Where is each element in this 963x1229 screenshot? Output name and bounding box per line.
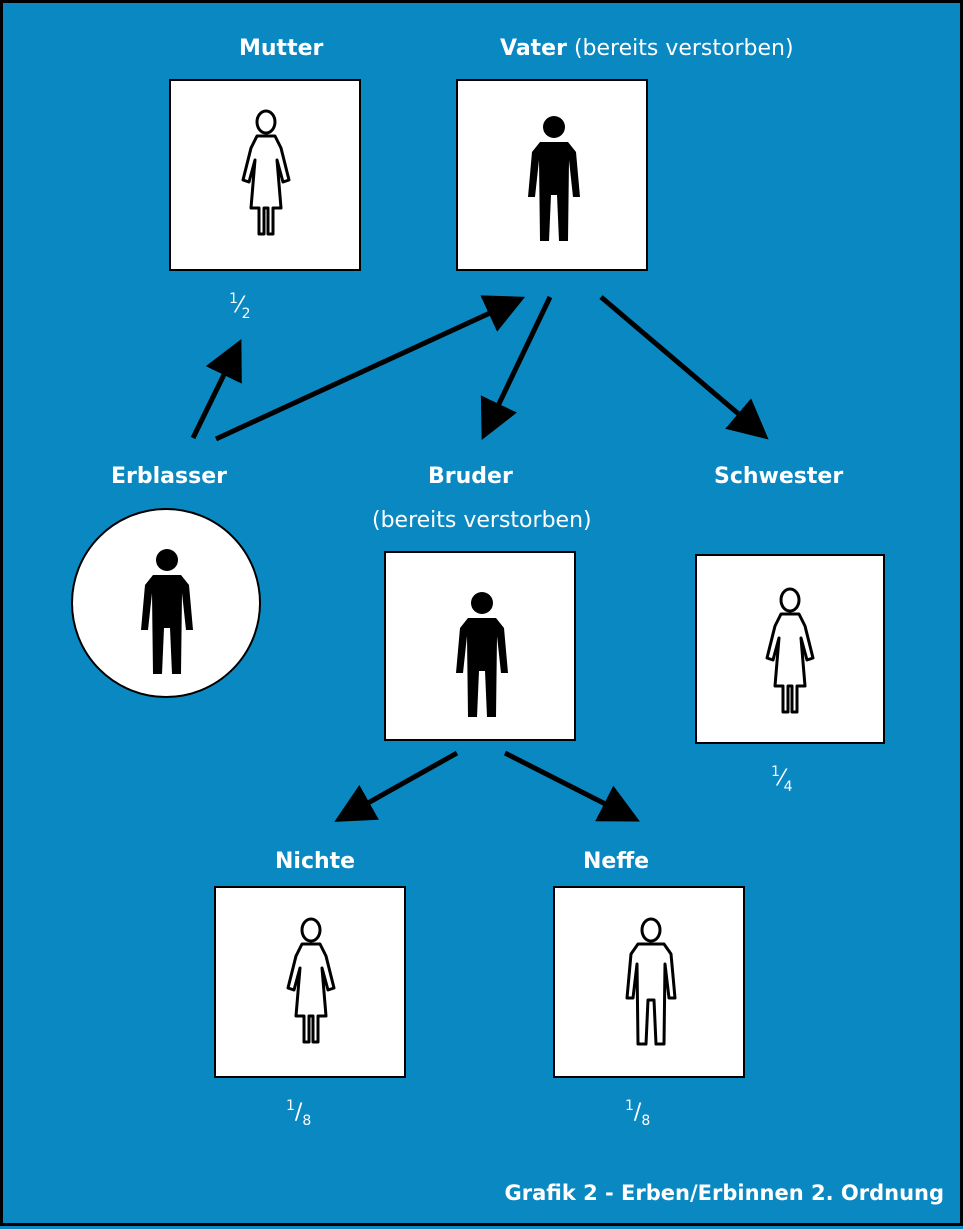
mutter-share: 1⁄2 — [229, 291, 251, 322]
erblasser-name: Erblasser — [111, 464, 227, 489]
arrow-bruder-to-neffe — [503, 750, 640, 822]
mutter-name: Mutter — [239, 36, 324, 61]
female-person-outline-icon — [241, 109, 291, 236]
male-person-outline-icon — [625, 917, 677, 1046]
figure-caption: Grafik 2 - Erben/Erbinnen 2. Ordnung — [504, 1181, 944, 1205]
nichte-share: 1/8 — [286, 1098, 312, 1129]
vater-box — [456, 79, 648, 271]
schwester-name: Schwester — [714, 464, 844, 489]
nichte-box — [214, 886, 406, 1078]
male-person-filled-icon — [528, 116, 580, 241]
mutter-label: Mutter — [239, 36, 323, 61]
bruder-label: Bruder — [428, 464, 513, 489]
bruder-note: (bereits verstorben) — [372, 508, 592, 533]
neffe-box — [553, 886, 745, 1078]
female-person-outline-icon — [765, 587, 815, 714]
nichte-name: Nichte — [275, 849, 356, 874]
arrow-erblasser-to-mutter — [190, 339, 242, 440]
neffe-share: 1/8 — [625, 1098, 651, 1129]
mutter-box — [169, 79, 361, 271]
bruder-name: Bruder — [428, 464, 513, 489]
arrow-erblasser-to-vater — [214, 295, 526, 442]
neffe-name: Neffe — [583, 849, 650, 874]
schwester-label: Schwester — [714, 464, 843, 489]
nichte-label: Nichte — [275, 849, 355, 874]
vater-label: Vater (bereits verstorben) — [500, 36, 794, 61]
arrow-bruder-to-nichte — [334, 750, 459, 822]
vater-name: Vater — [500, 36, 567, 61]
erblasser-circle — [71, 508, 261, 698]
erblasser-label: Erblasser — [111, 464, 227, 489]
male-person-filled-icon — [141, 549, 193, 674]
bruder-box — [384, 551, 576, 741]
arrows-layer — [190, 295, 769, 822]
male-person-filled-icon — [456, 592, 508, 717]
neffe-label: Neffe — [583, 849, 649, 874]
vater-note: (bereits verstorben) — [566, 36, 794, 61]
schwester-box — [695, 554, 885, 744]
schwester-share: 1⁄4 — [771, 764, 793, 795]
arrow-vater-to-bruder — [480, 295, 553, 441]
arrow-vater-to-schwester — [599, 295, 769, 440]
female-person-outline-icon — [286, 917, 336, 1044]
